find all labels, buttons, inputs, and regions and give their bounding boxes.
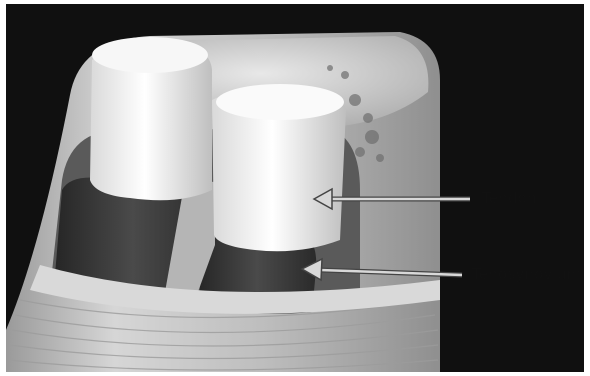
left-tendon-top bbox=[92, 37, 208, 73]
right-tendon-top bbox=[216, 84, 344, 120]
tendon-label: Tendon bbox=[482, 189, 537, 207]
tenosynovium-label: Tenosynovium bbox=[472, 265, 581, 283]
